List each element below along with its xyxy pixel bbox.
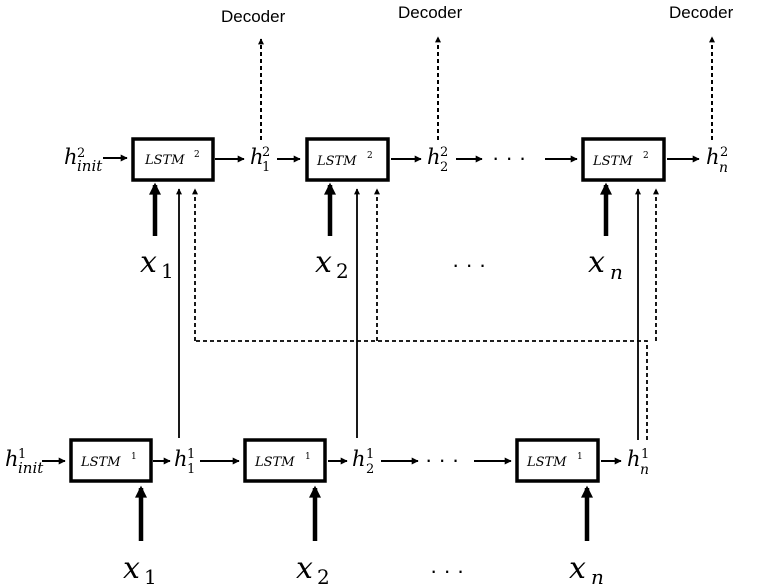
svg-text:1: 1 [366,447,374,462]
svg-text:h: h [706,145,720,169]
svg-text:2: 2 [194,150,200,160]
svg-text:x: x [140,245,157,280]
svg-text:1: 1 [305,452,311,462]
layer2-state-1: h 2 1 [250,145,270,175]
layer1-cell-1 [69,438,153,483]
layer2-input-n: x n [588,245,623,284]
svg-text:n: n [719,160,728,176]
broadcast-dotted-line [195,340,648,440]
layer1-inputs-ellipsis: · · · [430,558,464,583]
layer1-state-1: h 1 1 [174,447,195,477]
svg-text:h: h [64,145,78,169]
layer1-ellipsis-inline: · · · [425,447,459,472]
svg-text:2: 2 [440,160,448,175]
layer1-cell-2-label: LSTM 1 [254,452,311,470]
layer1-state-2: h 1 2 [352,447,374,477]
svg-text:2: 2 [440,145,448,160]
svg-text:2: 2 [262,145,270,160]
svg-text:2: 2 [317,565,330,586]
layer2-cell-2 [305,137,390,182]
svg-text:h: h [250,145,264,169]
svg-text:1: 1 [161,259,174,283]
svg-text:n: n [610,260,623,284]
svg-text:x: x [123,551,140,586]
svg-text:n: n [591,565,604,586]
svg-text:LSTM: LSTM [254,455,295,470]
layer1-cell-1-label: LSTM 1 [80,452,137,470]
svg-text:1: 1 [144,565,157,586]
svg-text:x: x [315,245,332,280]
svg-text:LSTM: LSTM [144,153,185,168]
layer1-cell-2 [243,438,327,483]
svg-text:x: x [569,551,586,586]
svg-text:h: h [174,447,188,471]
svg-text:LSTM: LSTM [316,154,357,169]
layer2-cell-1 [131,137,215,182]
svg-text:init: init [77,157,103,175]
svg-text:n: n [640,462,649,478]
svg-text:1: 1 [262,160,270,175]
decoder-label-3: Decoder [669,3,734,22]
decoder-label-1: Decoder [221,7,286,26]
svg-text:2: 2 [336,259,349,283]
svg-text:x: x [296,551,313,586]
svg-text:2: 2 [366,462,374,477]
svg-text:1: 1 [131,452,137,462]
layer2-cell-n [581,137,666,182]
svg-text:1: 1 [187,447,195,462]
layer1-input-2: x 2 [296,551,330,586]
layer1-state-n: h 1 n [627,447,649,478]
svg-text:h: h [627,447,641,471]
layer1-cell-n [515,438,600,483]
svg-text:h: h [352,447,366,471]
layer2-input-2: x 2 [315,245,349,283]
layer2-cell-2-label: LSTM 2 [316,151,373,169]
svg-text:LSTM: LSTM [592,154,633,169]
layer1-init-state: h 1 init [5,447,44,477]
svg-text:2: 2 [643,151,649,161]
svg-text:h: h [427,145,441,169]
layer1-cell-n-label: LSTM 1 [526,452,583,470]
svg-text:2: 2 [720,145,728,160]
layer2-cell-n-label: LSTM 2 [592,151,649,169]
layer2-init-state: h 2 init [64,145,103,175]
svg-text:h: h [5,447,19,471]
layer2-inputs-ellipsis: · · · [452,252,486,277]
layer2-ellipsis-inline: · · · [492,145,526,170]
svg-text:LSTM: LSTM [526,455,567,470]
layer2-state-n: h 2 n [706,145,728,176]
layer2-input-1: x 1 [140,245,174,283]
svg-text:LSTM: LSTM [80,455,121,470]
layer1-input-1: x 1 [123,551,157,586]
decoder-label-2: Decoder [398,3,463,22]
svg-text:init: init [18,459,44,477]
svg-text:2: 2 [77,146,85,161]
layer2-state-2: h 2 2 [427,145,448,175]
svg-text:x: x [588,245,605,280]
svg-text:1: 1 [187,462,195,477]
svg-text:1: 1 [18,447,26,462]
svg-text:2: 2 [367,151,373,161]
layer2-cell-1-label: LSTM 2 [144,150,200,168]
layer1-input-n: x n [569,551,604,586]
svg-text:1: 1 [577,452,583,462]
svg-text:1: 1 [641,447,649,462]
